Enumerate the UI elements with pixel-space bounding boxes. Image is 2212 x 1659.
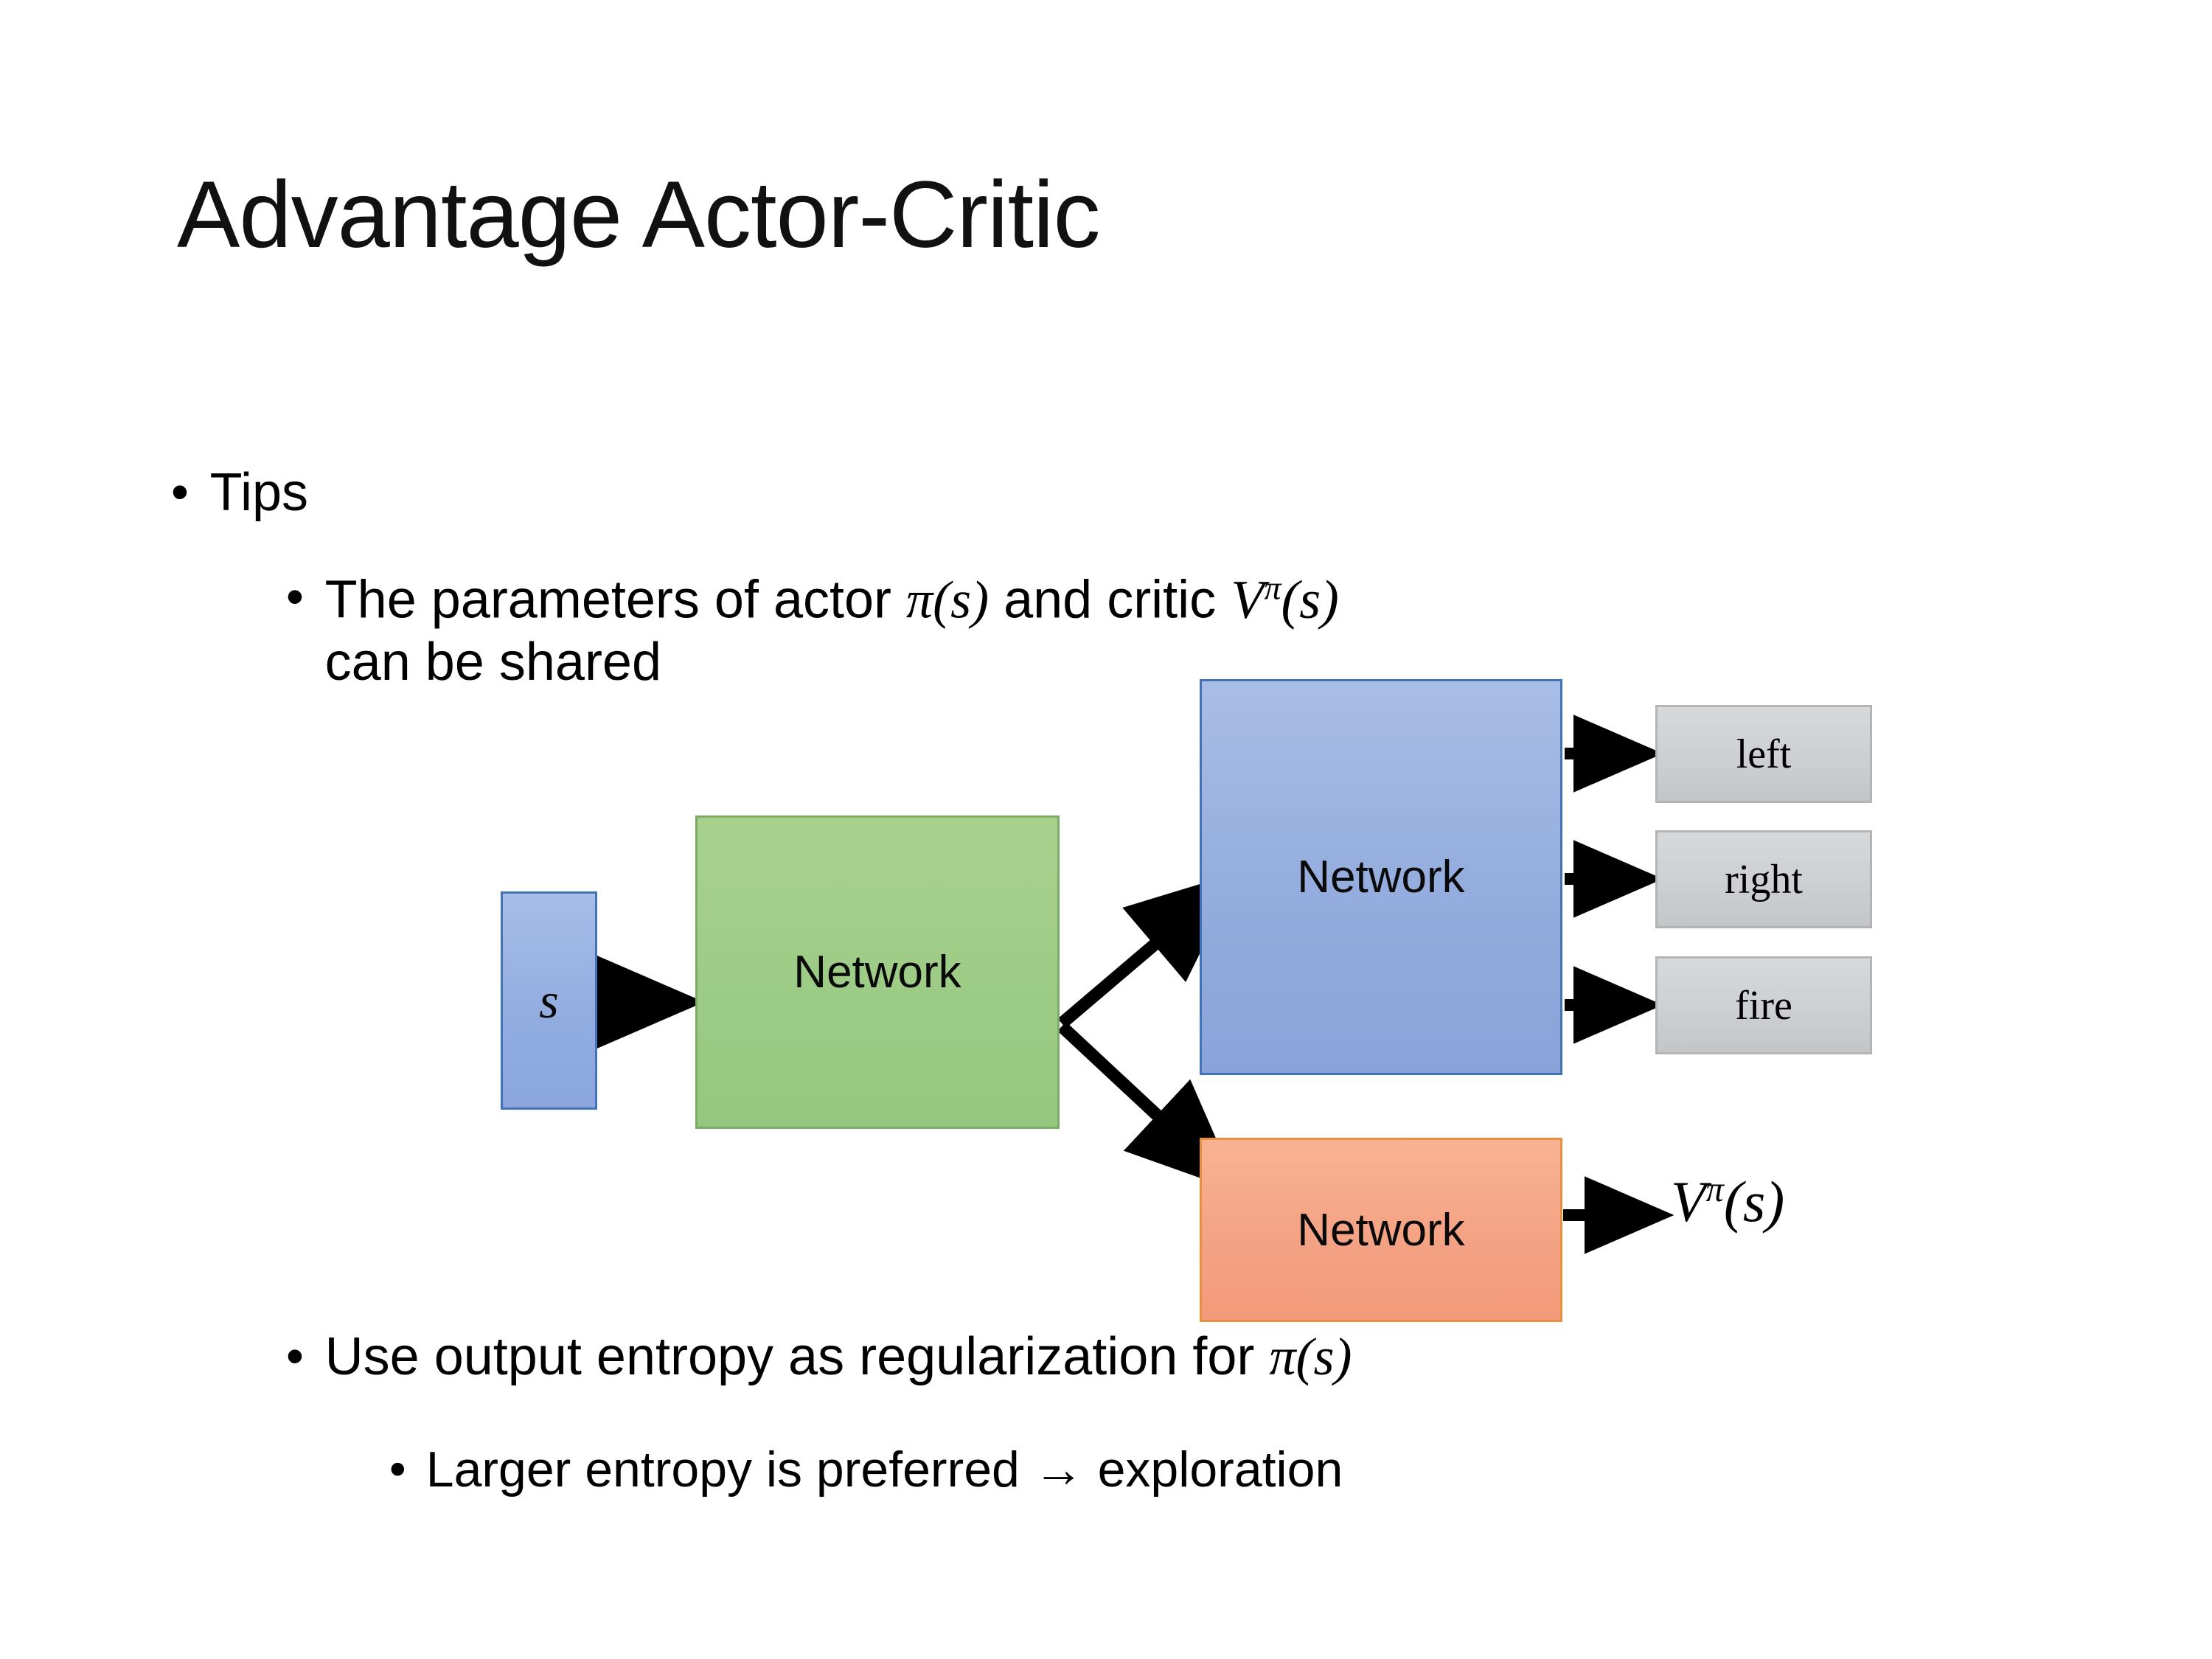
bullet-entropy-regularization: • Use output entropy as regularization f…: [286, 1327, 1352, 1387]
bullet-marker-icon: •: [286, 1328, 304, 1385]
bullet-larger-entropy: • Larger entropy is preferred → explorat…: [389, 1441, 1343, 1498]
action-box-left[interactable]: left: [1655, 705, 1872, 803]
critic-output-pi-superscript: π: [1705, 1170, 1724, 1209]
shared-params-middle-text: and critic: [989, 570, 1231, 630]
critic-output-v: V: [1671, 1169, 1706, 1234]
shared-params-line2: can be shared: [324, 632, 661, 692]
pi-of-s-math: π(s): [1269, 1327, 1352, 1386]
bullet-shared-parameters: • The parameters of actor π(s) and criti…: [286, 568, 2056, 693]
bullet-tips: • Tips: [171, 463, 308, 523]
pi-of-s-math: π(s): [906, 570, 990, 630]
critic-network-label: Network: [1297, 1204, 1465, 1256]
pi-superscript: π: [1264, 568, 1281, 606]
state-symbol-label: s: [539, 972, 559, 1029]
action-box-fire[interactable]: fire: [1655, 956, 1872, 1054]
action-box-right[interactable]: right: [1655, 830, 1872, 928]
action-label-fire: fire: [1735, 982, 1792, 1029]
diagram-node-critic-network[interactable]: Network: [1200, 1138, 1562, 1322]
v-pi-of-s-math: Vπ(s): [1231, 568, 1339, 630]
shared-network-label: Network: [793, 947, 961, 998]
action-label-right: right: [1725, 856, 1803, 902]
actor-network-label: Network: [1297, 852, 1465, 902]
bullet-larger-entropy-label: Larger entropy is preferred → exploratio…: [425, 1441, 1343, 1498]
diagram-node-state-input[interactable]: s: [501, 891, 597, 1110]
diagram-node-shared-network[interactable]: Network: [695, 815, 1060, 1129]
bullet-marker-icon: •: [286, 568, 304, 625]
bullet-marker-icon: •: [389, 1442, 406, 1496]
bullet-tips-label: Tips: [209, 463, 309, 522]
v-argument: (s): [1281, 569, 1339, 630]
diagram-node-actor-network[interactable]: Network: [1200, 679, 1562, 1075]
action-label-left: left: [1736, 731, 1792, 777]
bullet-entropy-text: Use output entropy as regularization for…: [325, 1327, 1352, 1387]
v-symbol: V: [1231, 569, 1265, 630]
page-title: Advantage Actor-Critic: [177, 162, 1100, 268]
shared-params-lead-text: The parameters of actor: [324, 570, 907, 630]
critic-output-value-label: Vπ(s): [1671, 1169, 1784, 1235]
bullet-marker-icon: •: [171, 464, 189, 521]
bullet-shared-parameters-text: The parameters of actor π(s) and critic …: [325, 568, 2056, 693]
entropy-lead-text: Use output entropy as regularization for: [324, 1327, 1270, 1386]
critic-output-argument: (s): [1723, 1169, 1785, 1234]
